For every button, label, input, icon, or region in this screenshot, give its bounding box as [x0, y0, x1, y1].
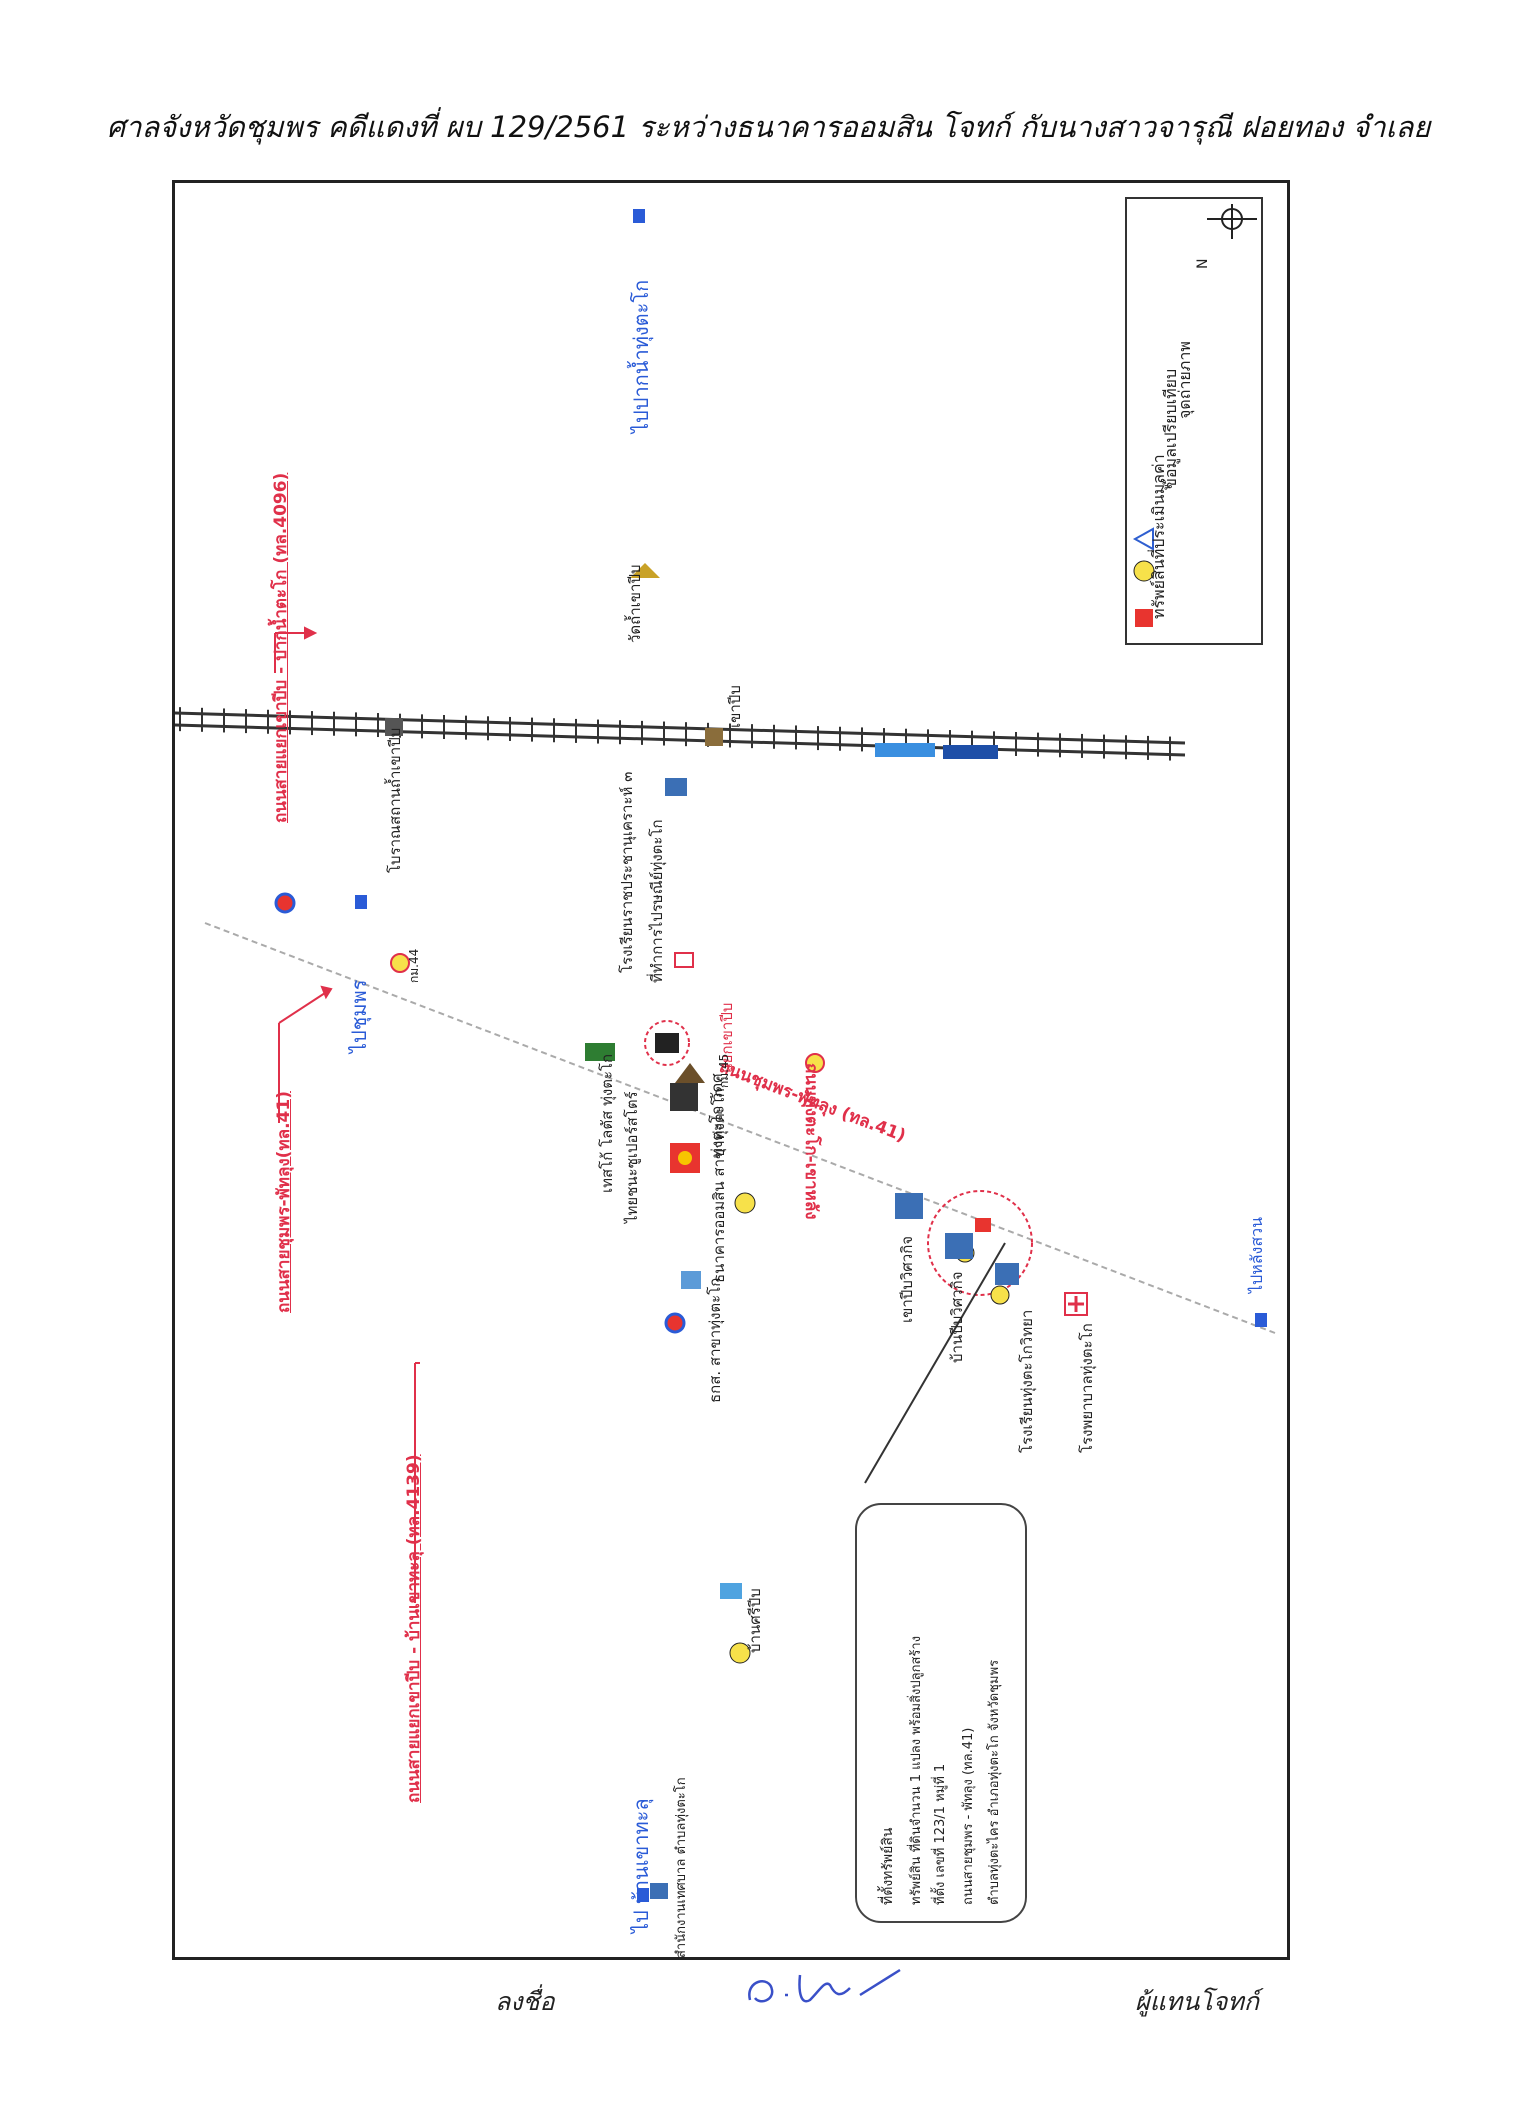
legend-item-photo: จุดถ่ายภาพ [1175, 341, 1194, 419]
place-baac: ธกส. สาขาทุ่งตะโก [706, 1277, 724, 1403]
info-line-3: ถนนสายชุมพร - พัทลุง (ทล.41) [961, 1727, 976, 1905]
place-shop-b: บ้านปีบวิศวกิจ [948, 1271, 966, 1363]
property-marker-icon [975, 1218, 991, 1232]
map-legend: ทรัพย์สินที่ประเมินมูลค่า ข้อมูลเปรียบเท… [1125, 197, 1263, 645]
direction-langsuan: ไปหลังสวน [1247, 1216, 1266, 1293]
info-line-2: ที่ตั้ง เลขที่ 123/1 หมู่ที่ 1 [933, 1763, 948, 1905]
place-km44: กม.44 [407, 948, 421, 983]
train-car-icon [943, 745, 998, 759]
place-school-2: โรงเรียนทุ่งตะโกวิทยา [1018, 1309, 1036, 1453]
place-khaopeep-station: เขาปีบ [726, 685, 744, 728]
junction-circle [644, 1020, 690, 1066]
photo-point-icon [1132, 527, 1154, 551]
direction-chumphon: ไปชุมพร [347, 979, 371, 1053]
house-icon [720, 1583, 742, 1599]
pump-icon [390, 953, 410, 973]
road-4139-label: ถนนสายแยกเขาปีบ - บ้านเขาทะลุ (ทล.4139) [404, 1454, 424, 1803]
post-office-icon [674, 952, 694, 968]
road-sign-icon [355, 895, 367, 909]
road-sign-icon [637, 1888, 649, 1902]
place-supermarket: ไทยชนะซูเปอร์สโตร์ [623, 1091, 641, 1223]
info-line-1: ทรัพย์สิน ที่ดินจำนวน 1 แปลง พร้อมสิ่งปล… [909, 1635, 924, 1905]
tesco-icon [585, 1043, 615, 1061]
yellow-circle-icon [1133, 560, 1155, 582]
municipal-office-icon [650, 1883, 668, 1899]
place-hospital: โรงพยาบาลทุ่งตะโก [1078, 1323, 1096, 1453]
page-title: ศาลจังหวัดชุมพร คดีแดงที่ ผบ 129/2561 ระ… [106, 110, 1431, 144]
north-label: N [1195, 258, 1211, 269]
north-arrow-icon [1207, 204, 1257, 239]
location-map: ทรัพย์สินที่ประเมินมูลค่า ข้อมูลเปรียบเท… [172, 180, 1290, 1960]
marker-4-icon [729, 1642, 751, 1664]
temple-icon [675, 1063, 705, 1083]
place-tesco: เทสโก้ โลตัส ทุ่งตะโก [598, 1053, 616, 1193]
sign-label: ลงชื่อ [495, 1987, 555, 2016]
place-shop-a: เขาปีบวิศวกิจ [898, 1235, 916, 1323]
train-car-icon [875, 743, 935, 757]
road-east-label: ถนนทุ่งตะโก-เขาหลัง [801, 1063, 821, 1220]
supermarket-icon [670, 1083, 698, 1111]
property-circle [927, 1190, 1033, 1296]
road-41-label: ถนนสายชุมพร-พัทลุง(ทล.41) [274, 1091, 294, 1313]
place-post-office: ที่ทำการไปรษณีย์ทุ่งตะโก [648, 819, 666, 983]
place-municipal: สำนักงานเทศบาล ตำบลทุ่งตะโก [674, 1777, 689, 1958]
baac-bank-icon [681, 1271, 701, 1289]
place-wat: วัดถ้ำเขาปีบ [626, 564, 644, 643]
arrow-icon [320, 985, 333, 1000]
gas-station-icon [664, 1312, 686, 1334]
direction-paknam: ไปปากน้ำทุ่งตะโก [629, 279, 653, 433]
direction-khaothalu: ไป บ้านเขาทะลุ [629, 1798, 653, 1933]
place-gsb: ธนาคารออมสิน สาขาทุ่งตะโก [710, 1088, 728, 1283]
marker-2-icon [990, 1285, 1010, 1305]
role-label: ผู้แทนโจทก์ [1135, 1987, 1260, 2016]
info-line-4: ตำบลทุ่งตะไคร อำเภอทุ่งตะโก จังหวัดชุมพร [987, 1659, 1002, 1905]
red-square-icon [1135, 609, 1153, 627]
place-ban-sripeep: บ้านศรีปีบ [746, 1588, 764, 1653]
info-title: ที่ตั้งทรัพย์สิน [880, 1827, 896, 1905]
place-ancient: โบราณสถานถ้ำเขาปีบ [386, 727, 404, 873]
arrow-icon [304, 626, 318, 640]
map-drawing [175, 209, 1276, 1902]
pump-icon [805, 1053, 825, 1073]
school-icon [665, 778, 687, 796]
signature-icon [748, 1968, 901, 2003]
place-school-1: โรงเรียนราชประชานุเคราะห์ ๓ [618, 771, 636, 973]
railway-line [175, 707, 1186, 761]
road-4096-label: ถนนสายแยกเขาปีบ - ปากน้ำตะโก (ทล.4096) [271, 472, 291, 823]
property-info-box: ที่ตั้งทรัพย์สิน ทรัพย์สิน ที่ดินจำนวน 1… [855, 1503, 1027, 1923]
legend-drawing [1132, 204, 1257, 627]
ancient-place-icon [385, 718, 403, 736]
road-sign-icon [1255, 1313, 1267, 1327]
shop-icon [895, 1193, 923, 1219]
shop-icon [945, 1233, 973, 1259]
temple-icon [630, 563, 660, 578]
traffic-light-icon [655, 1033, 679, 1053]
station-icon [705, 728, 723, 746]
marker-3-icon [734, 1192, 756, 1214]
road-sign-icon [633, 209, 645, 223]
gas-station-icon [274, 892, 296, 914]
school-icon [995, 1263, 1019, 1285]
highway-41-line [204, 922, 1276, 1334]
